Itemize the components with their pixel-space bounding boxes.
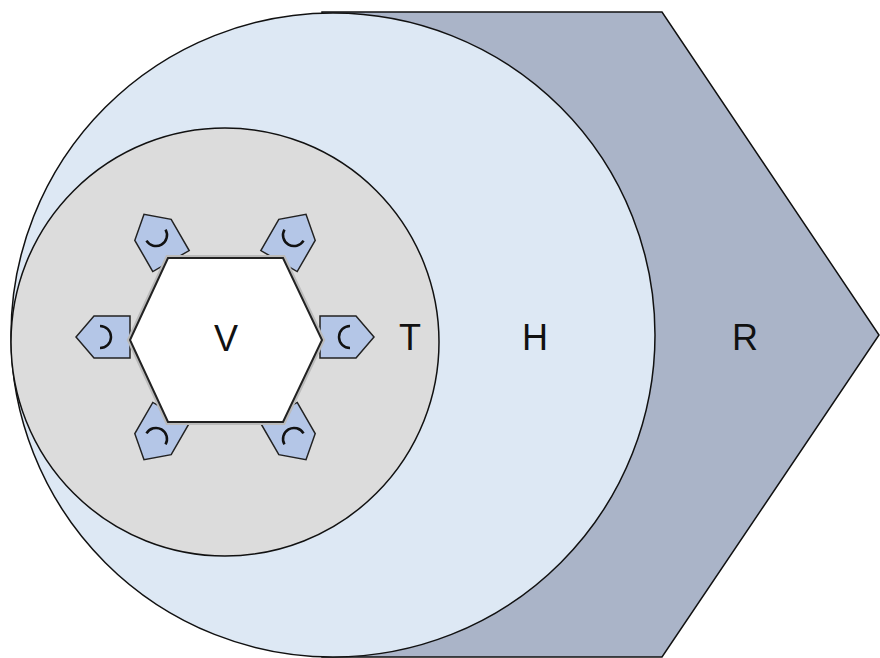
region-label: H (522, 320, 548, 356)
inner-circle: TV (10, 127, 440, 557)
region-label: T (399, 320, 421, 356)
region-label: R (732, 320, 758, 356)
core-hexagon: V (128, 256, 324, 424)
large-circle: H TV (10, 12, 656, 658)
region-label: V (214, 321, 238, 357)
